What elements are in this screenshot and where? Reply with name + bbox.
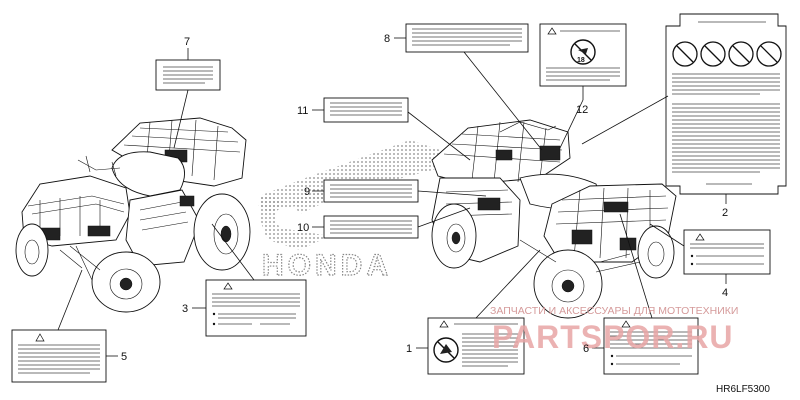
- callout-4: 4: [722, 287, 728, 299]
- label-11[interactable]: [323, 97, 409, 123]
- label-5[interactable]: [11, 329, 107, 383]
- label-4[interactable]: [683, 229, 771, 275]
- age-restriction-icon: 18: [570, 39, 596, 65]
- callout-1: 1: [406, 343, 412, 355]
- watermark-line1: ЗАПЧАСТИ И АКСЕССУАРЫ ДЛЯ МОТОТЕХНИКИ: [490, 305, 738, 317]
- callout-6: 6: [583, 343, 589, 355]
- prohibition-icon: [700, 41, 726, 67]
- label-6[interactable]: [603, 317, 699, 375]
- label-8[interactable]: [405, 23, 529, 53]
- prohibition-icon: [728, 41, 754, 67]
- label-12[interactable]: 18: [539, 23, 627, 87]
- atv-front-view: [15, 117, 251, 313]
- label-badge-text: 18: [577, 57, 585, 64]
- callout-9: 9: [304, 186, 310, 198]
- warning-triangle-icon: [439, 320, 449, 328]
- callout-2: 2: [722, 207, 728, 219]
- warning-triangle-icon: [223, 282, 233, 290]
- prohibition-icon: [672, 41, 698, 67]
- warning-triangle-icon: [547, 27, 557, 35]
- atv-rear-view: [431, 119, 677, 319]
- callout-numbers: 7 5 3 11 9 10 8 12 2 4 1 6: [121, 33, 728, 363]
- callout-7: 7: [184, 36, 190, 48]
- warning-triangle-icon: [695, 233, 705, 241]
- warning-triangle-icon: [35, 333, 45, 342]
- diagram-code: HR6LF5300: [716, 384, 770, 395]
- callout-3: 3: [182, 303, 188, 315]
- no-passenger-icon: [433, 337, 459, 363]
- label-3[interactable]: [205, 279, 307, 337]
- watermark-line2: PARTSPOR.RU: [492, 319, 734, 355]
- callout-10: 10: [297, 222, 309, 234]
- prohibition-icon: [756, 41, 782, 67]
- label-9[interactable]: [323, 179, 419, 203]
- honda-logo-text: HONDA: [262, 249, 392, 282]
- warning-triangle-icon: [621, 320, 631, 328]
- callout-8: 8: [384, 33, 390, 45]
- callout-11: 11: [297, 105, 308, 117]
- watermark: ЗАПЧАСТИ И АКСЕССУАРЫ ДЛЯ МОТОТЕХНИКИ PA…: [490, 305, 738, 355]
- callout-5: 5: [121, 351, 127, 363]
- label-2[interactable]: [665, 13, 787, 195]
- callout-12: 12: [576, 104, 588, 116]
- label-10[interactable]: [323, 215, 419, 239]
- label-7[interactable]: [155, 59, 221, 91]
